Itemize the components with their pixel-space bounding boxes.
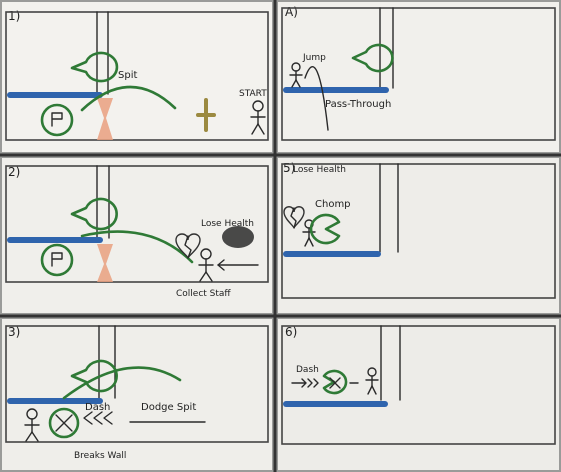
- stick-figure-icon: [250, 100, 266, 135]
- stick-figure-icon: [198, 248, 214, 282]
- label-start: START: [239, 89, 267, 99]
- creature-in-circle-icon: [40, 243, 74, 277]
- label-dash: Dash: [296, 365, 319, 375]
- hourglass-pillar-icon: [97, 98, 113, 140]
- panel-1-scene: 1) Spit START: [5, 9, 269, 141]
- panel-number: A): [285, 5, 298, 19]
- creature-in-circle-icon: [40, 103, 74, 137]
- panel-5-scene: 5) Lose Health Chomp: [281, 161, 556, 299]
- stick-figure-icon: [289, 62, 303, 88]
- panel-3-scene: 3) Dash Dodge Spit Breaks Wall: [5, 325, 269, 461]
- pacman-creature-icon: [322, 369, 348, 395]
- panel-number: 6): [285, 325, 297, 339]
- stick-figure-icon: [365, 367, 379, 395]
- label-spit: Spit: [118, 70, 137, 81]
- panel-1: [2, 2, 272, 152]
- pacman-creature-icon: [351, 43, 394, 73]
- label-dash: Dash: [85, 402, 110, 413]
- label-lose-health: Lose Health: [293, 165, 346, 175]
- label-dodge-spit: Dodge Spit: [141, 402, 196, 413]
- label-breaks-wall: Breaks Wall: [74, 451, 126, 461]
- label-lose-health: Lose Health: [201, 219, 254, 229]
- staff-icon: [196, 98, 216, 132]
- panel-6: [278, 319, 559, 470]
- panel-number: 2): [8, 165, 20, 179]
- hourglass-pillar-icon: [97, 244, 113, 282]
- panel-number: 3): [8, 325, 20, 339]
- creature-in-circle-icon: [48, 407, 80, 439]
- panel-6-scene: 6) Dash: [281, 325, 556, 445]
- panel-3: [2, 319, 272, 470]
- panel-2-scene: 2) Lose Health Collect Staff: [5, 165, 269, 299]
- panel-number: 1): [8, 9, 20, 23]
- label-pass-through: Pass-Through: [325, 99, 391, 110]
- label-chomp: Chomp: [315, 199, 351, 210]
- pacman-creature-icon: [70, 197, 118, 231]
- pacman-creature-icon: [309, 213, 341, 245]
- label-jump: Jump: [302, 53, 326, 63]
- pacman-creature-icon: [70, 51, 119, 83]
- stick-figure-icon: [24, 408, 40, 442]
- panel-a: [278, 2, 559, 152]
- pacman-creature-icon: [70, 359, 118, 393]
- broken-heart-icon: [283, 206, 305, 229]
- damage-scribble: [222, 226, 254, 248]
- broken-heart-icon: [175, 233, 201, 259]
- label-collect-staff: Collect Staff: [176, 289, 231, 299]
- panel-a-scene: A) Jump Pass-Through: [281, 5, 556, 141]
- stick-figure-icon: [302, 219, 316, 247]
- panel-5: [278, 158, 559, 313]
